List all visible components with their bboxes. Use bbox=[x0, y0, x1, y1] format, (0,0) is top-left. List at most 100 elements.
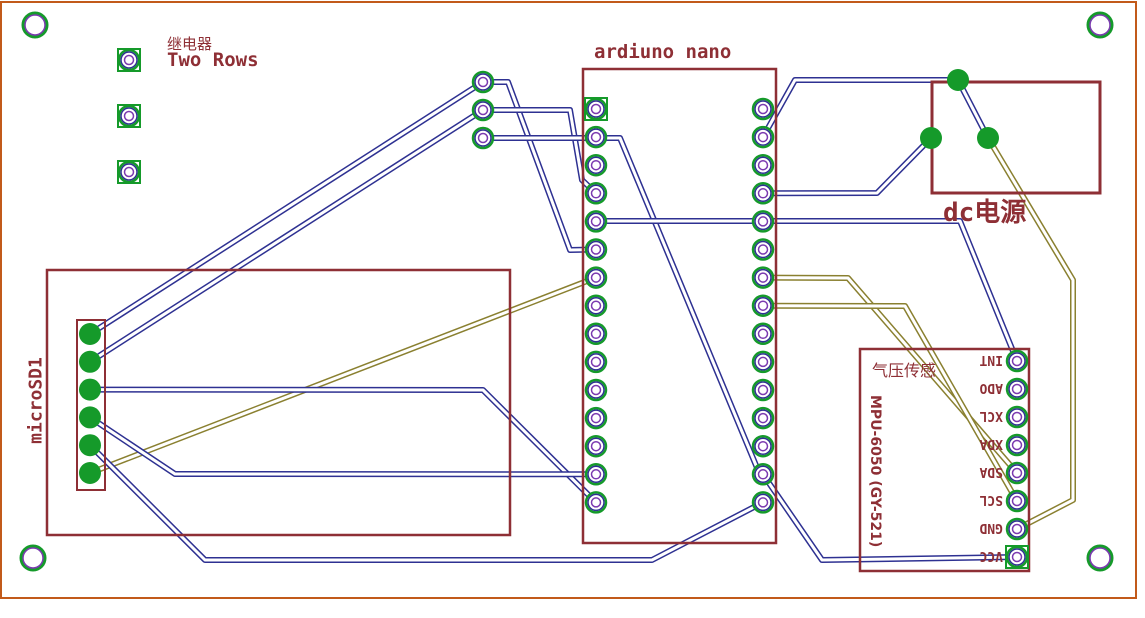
trace-inner bbox=[761, 473, 1018, 562]
sensor-pin-scl bbox=[1005, 489, 1029, 513]
arduino-pin-left-drill bbox=[590, 384, 602, 396]
arduino-pin-left-ring bbox=[587, 381, 605, 399]
arduino-pin-left-drill bbox=[590, 497, 602, 508]
top-traces bbox=[87, 77, 1020, 563]
arduino-pin-left-ring bbox=[587, 100, 605, 118]
sensor-pin-xda bbox=[1005, 433, 1029, 457]
bottom-traces bbox=[88, 136, 1076, 532]
mounting-hole bbox=[21, 11, 49, 39]
arduino-pin-left bbox=[584, 238, 608, 261]
dc-power-pin bbox=[920, 127, 942, 149]
arduino-pin-right-drill bbox=[757, 497, 769, 508]
arduino-pin-right bbox=[751, 406, 775, 430]
trace-inner bbox=[762, 136, 933, 195]
arduino-pin-right bbox=[751, 378, 775, 402]
arduino-pin-right-ring bbox=[754, 128, 772, 146]
sensor-pin-vcc bbox=[1005, 545, 1029, 569]
arduino-pin-left-ring bbox=[587, 465, 605, 484]
arduino-pin-right bbox=[751, 266, 775, 289]
mounting-hole-drill bbox=[1089, 14, 1111, 36]
microsd-pin bbox=[79, 462, 101, 484]
relay-pin-drill bbox=[123, 110, 135, 122]
sensor-pin-sda-drill bbox=[1011, 467, 1023, 479]
dc-power-pin bbox=[947, 69, 969, 91]
trace-inner bbox=[762, 304, 1019, 502]
trace-inner bbox=[89, 388, 598, 504]
arduino-pin-left bbox=[584, 463, 608, 486]
arduino-pin-right-ring bbox=[754, 325, 772, 343]
arduino-pin-right-drill bbox=[757, 440, 769, 452]
arduino-pin-left-drill bbox=[590, 469, 602, 480]
arduino-pin-right bbox=[751, 322, 775, 346]
trace-inner bbox=[596, 219, 1019, 362]
mounting-hole bbox=[19, 544, 47, 572]
arduino-pin-left-drill bbox=[590, 188, 602, 199]
trace-inner bbox=[89, 276, 597, 475]
arduino-pin-right-ring bbox=[754, 409, 772, 427]
relay-pin bbox=[117, 48, 141, 72]
header-pin-drill bbox=[477, 76, 489, 88]
sensor-pin-int-ring bbox=[1008, 352, 1026, 370]
relay-pin bbox=[117, 160, 141, 184]
microsd-label: microSD1 bbox=[25, 357, 47, 444]
arduino-pin-right bbox=[751, 350, 775, 374]
header-pin-drill bbox=[477, 104, 489, 116]
arduino-pin-right-drill bbox=[757, 103, 769, 115]
arduino-pin-right-ring bbox=[754, 156, 772, 174]
arduino-pin-right-ring bbox=[754, 493, 772, 512]
arduino-pin-left-drill bbox=[590, 440, 602, 452]
trace-inner bbox=[89, 416, 597, 476]
arduino-pin-left bbox=[584, 322, 608, 346]
arduino-pin-right-drill bbox=[757, 469, 769, 480]
arduino-pin-left-ring bbox=[587, 409, 605, 427]
board-outline bbox=[0, 1, 1137, 599]
arduino-pin-left bbox=[584, 266, 608, 289]
arduino-pin-left-ring bbox=[587, 240, 605, 259]
mounting-hole-drill bbox=[24, 14, 46, 36]
microsd-pin bbox=[79, 406, 101, 429]
relay-pin-ring bbox=[120, 107, 138, 125]
trace-inner bbox=[88, 444, 764, 562]
sensor-pin-label: SCL bbox=[979, 492, 1003, 507]
sensor-pin-ado bbox=[1005, 377, 1029, 401]
arduino-pin-left bbox=[584, 153, 608, 177]
sensor-pin-label: XDA bbox=[979, 436, 1003, 451]
arduino-pin-left bbox=[584, 97, 608, 121]
arduino-pin-left-drill bbox=[590, 356, 602, 368]
relay-pin-ring bbox=[120, 51, 138, 69]
arduino-pin-left-drill bbox=[590, 244, 602, 255]
microsd-pin bbox=[79, 323, 101, 345]
sensor-pin-xda-drill bbox=[1011, 439, 1023, 451]
sensor-pin-xda-ring bbox=[1008, 436, 1026, 454]
sensor-pin-label: SDA bbox=[979, 464, 1003, 479]
arduino-pin-right bbox=[751, 238, 775, 261]
sensor-model-label: MPU-6050 (GY-521) bbox=[867, 395, 883, 548]
arduino-pin-left-drill bbox=[590, 216, 602, 227]
arduino-pin-left bbox=[584, 406, 608, 430]
arduino-pin-right-drill bbox=[757, 159, 769, 171]
sensor-pin-int bbox=[1005, 349, 1029, 373]
arduino-pin-right bbox=[751, 491, 775, 514]
relay-pin-drill bbox=[123, 166, 135, 178]
dc-power-pin bbox=[977, 127, 999, 149]
microsd-pin bbox=[79, 350, 101, 373]
microsd-outline bbox=[45, 268, 512, 537]
arduino-pin-left-drill bbox=[590, 412, 602, 424]
arduino-pin-left bbox=[584, 434, 608, 458]
microsd-pin bbox=[79, 378, 101, 401]
arduino-pin-left-drill bbox=[590, 103, 602, 115]
arduino-pin-right bbox=[751, 294, 775, 317]
sensor-pin-label: INT bbox=[979, 352, 1003, 367]
arduino-pin-left-ring bbox=[587, 128, 605, 146]
arduino-pin-right-drill bbox=[757, 412, 769, 424]
header-pin-drill bbox=[477, 132, 489, 144]
arduino-pin-right-drill bbox=[757, 328, 769, 340]
arduino-pin-right-ring bbox=[754, 100, 772, 118]
arduino-pin-left-ring bbox=[587, 353, 605, 371]
arduino-pin-right-drill bbox=[757, 384, 769, 396]
arduino-label: ardiuno nano bbox=[594, 41, 732, 63]
sensor-pin-vcc-drill bbox=[1011, 551, 1023, 563]
arduino-pin-left bbox=[584, 125, 608, 149]
